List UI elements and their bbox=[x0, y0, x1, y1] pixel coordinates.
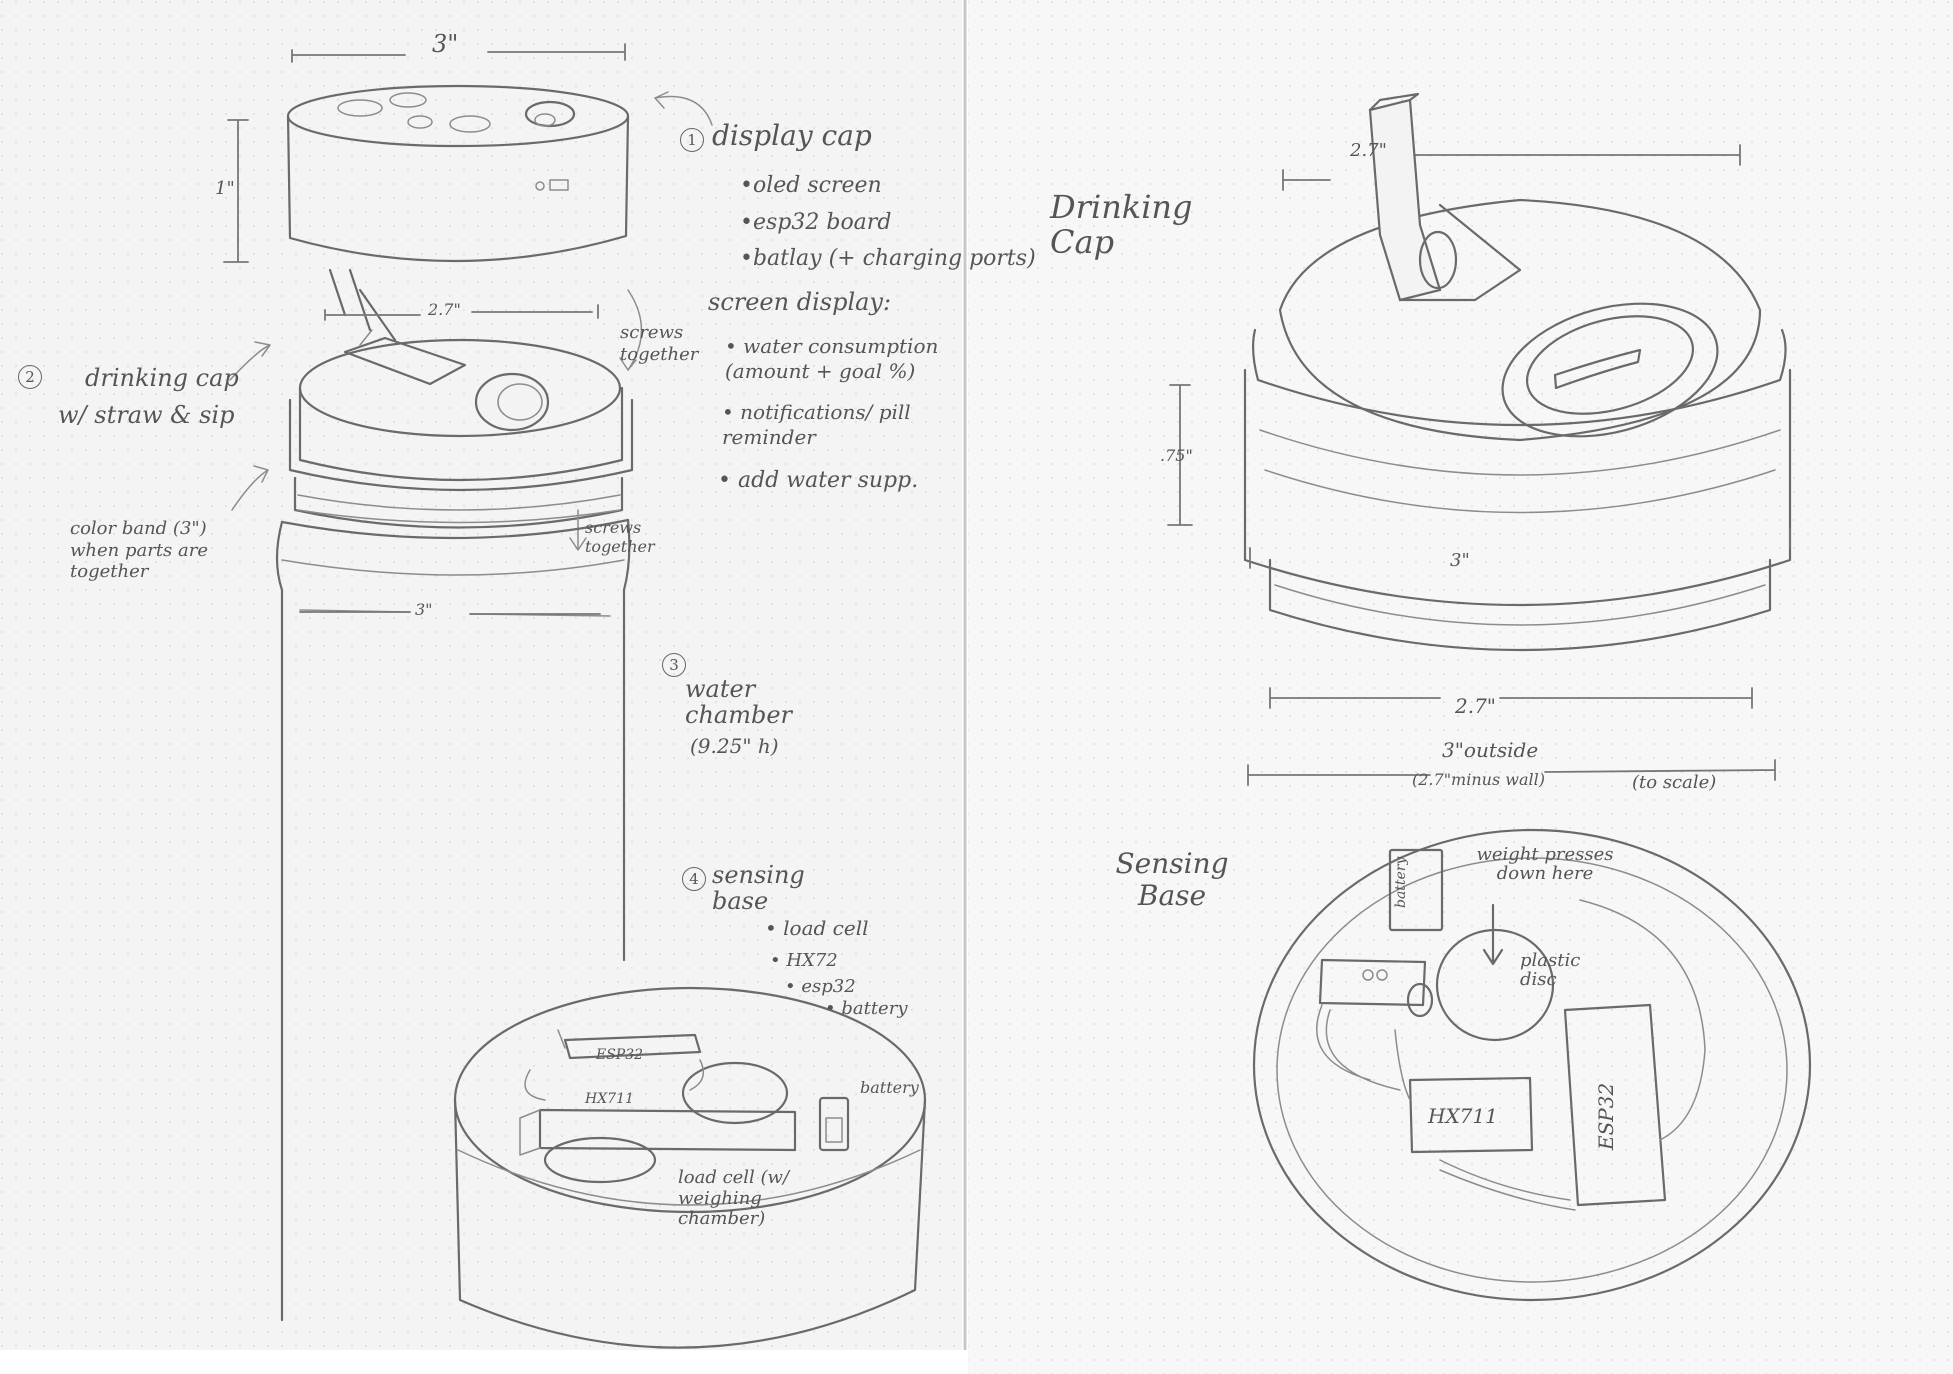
part1-title: 1 display cap bbox=[680, 122, 872, 152]
right-dim-top: 2.7" bbox=[1350, 140, 1387, 161]
right-dim-outside: 3"outside bbox=[1442, 738, 1539, 762]
right-battery-label: battery bbox=[1393, 856, 1409, 908]
weight-note: weight presses down here bbox=[1476, 844, 1614, 884]
drinking-cap-left bbox=[288, 329, 634, 492]
part3-number: 3 bbox=[662, 653, 686, 677]
dim-cap-height-line bbox=[223, 119, 249, 263]
dim-chamber-width: 3" bbox=[415, 600, 433, 619]
part2-title: drinking cap bbox=[85, 364, 239, 392]
part1-number: 1 bbox=[680, 128, 704, 152]
right-dim-minus-wall: (2.7"minus wall) bbox=[1412, 770, 1545, 789]
part4-item-1: • HX72 bbox=[770, 950, 838, 971]
screws-arrow-1 bbox=[619, 289, 643, 371]
part1-item-0: •oled screen bbox=[740, 173, 882, 198]
part3-number-wrap: 3 bbox=[662, 650, 694, 677]
dim-top-width: 3" bbox=[432, 30, 459, 58]
part4-item-2: • esp32 bbox=[785, 976, 856, 997]
base-label-battery: battery bbox=[860, 1078, 919, 1097]
part2-subtitle: w/ straw & sip bbox=[58, 401, 235, 429]
right-hx711-label: HX711 bbox=[1428, 1104, 1498, 1128]
part4-number-wrap: 4 bbox=[682, 864, 714, 891]
part2-number: 2 bbox=[18, 365, 42, 389]
sensing-base-left bbox=[453, 986, 927, 1349]
base-label-hx711: HX711 bbox=[585, 1091, 634, 1107]
display-cap bbox=[286, 84, 630, 263]
part2-number-wrap: 2 bbox=[18, 362, 50, 389]
plastic-disc-label: plastic disc bbox=[1520, 950, 1581, 990]
right-dim-mid: 3" bbox=[1450, 550, 1470, 571]
water-chamber bbox=[275, 518, 631, 1322]
right-to-scale: (to scale) bbox=[1632, 772, 1717, 793]
screen-item-1: • notifications/ pill reminder bbox=[722, 400, 911, 449]
drinking-cap-right bbox=[1243, 92, 1792, 652]
display-cap-arrow bbox=[654, 91, 713, 126]
right-dim-height: .75" bbox=[1160, 446, 1193, 465]
right-esp32-label: ESP32 bbox=[1594, 1082, 1618, 1150]
color-band-note: color band (3") when parts are together bbox=[70, 518, 209, 583]
screen-item-0: • water consumption (amount + goal %) bbox=[725, 334, 939, 383]
sensing-base-title: Sensing Base bbox=[1115, 847, 1229, 913]
screws-together-2: screws together bbox=[585, 518, 655, 557]
part1-title-text: display cap bbox=[712, 119, 872, 152]
part4-number: 4 bbox=[682, 867, 706, 891]
right-dim-inner: 2.7" bbox=[1455, 694, 1497, 718]
drinking-cap-title: Drinking Cap bbox=[1050, 188, 1193, 262]
part4-item-3: • battery bbox=[825, 998, 908, 1019]
part1-item-1: •esp32 board bbox=[740, 210, 892, 235]
part4-item-0: • load cell bbox=[765, 916, 869, 940]
part3-height: (9.25" h) bbox=[690, 734, 779, 758]
screws-together-1: screws together bbox=[620, 322, 699, 365]
base-label-load-cell: load cell (w/ weighing chamber) bbox=[678, 1167, 790, 1230]
screen-display-label: screen display: bbox=[708, 288, 892, 316]
sensing-base-right bbox=[1252, 828, 1812, 1302]
base-label-esp32: ESP32 bbox=[596, 1047, 644, 1063]
screen-item-2: • add water supp. bbox=[718, 468, 919, 493]
dim-cap-height: 1" bbox=[215, 178, 235, 199]
dim-cap-inner: 2.7" bbox=[428, 300, 461, 319]
part3-title: water chamber bbox=[685, 675, 793, 730]
dim-cap-inner-line bbox=[324, 304, 599, 321]
dim-top-width-line bbox=[291, 43, 626, 63]
part1-item-2: •batlay (+ charging ports) bbox=[740, 246, 1036, 271]
part4-title: sensing base bbox=[712, 861, 805, 916]
